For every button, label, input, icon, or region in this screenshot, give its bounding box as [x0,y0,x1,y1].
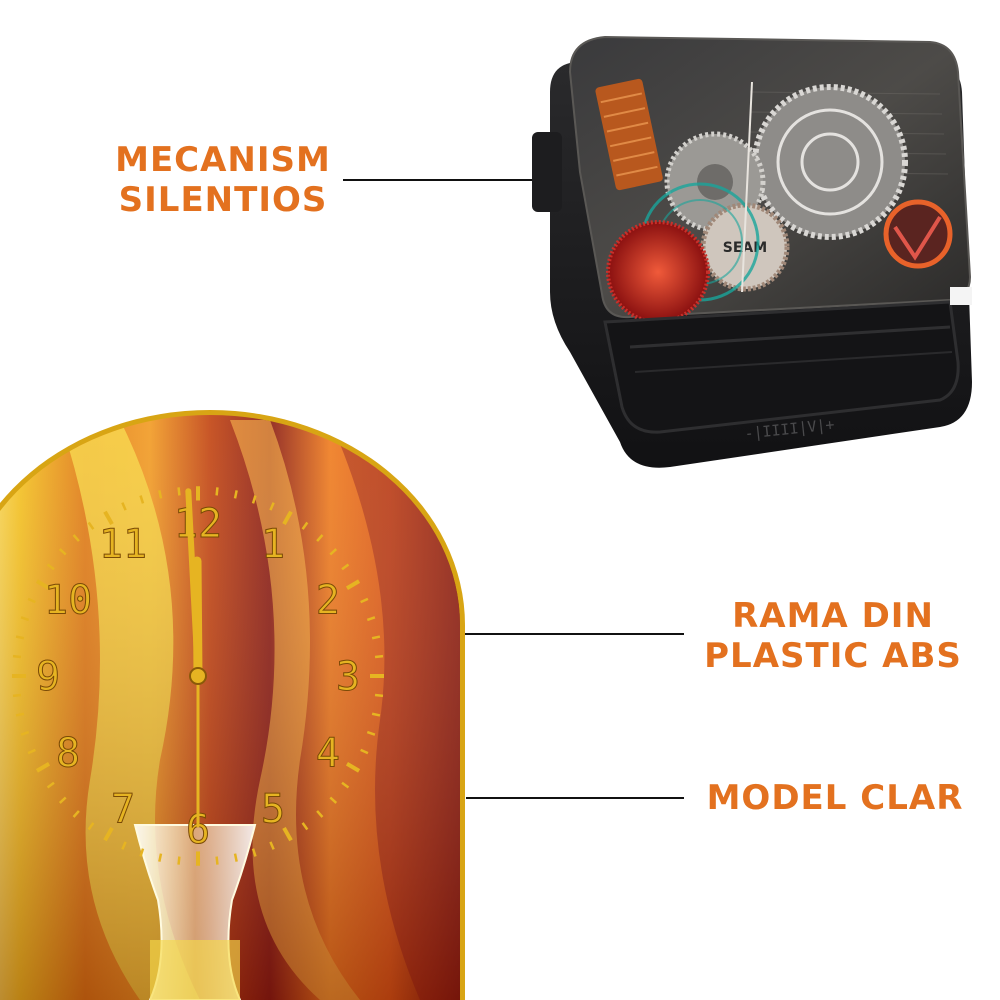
clock-tick [301,521,309,530]
clock-tick [269,841,275,850]
clock-tick [20,730,30,736]
clock-tick [371,712,381,717]
clock-tick [360,597,369,604]
callout-mecanism-line1: MECANISM [115,140,331,180]
clock-tick [15,712,25,717]
clock-tick [233,490,238,499]
clock-tick [121,841,127,850]
clock-numeral: 3 [336,654,360,700]
clock-tick [158,490,163,499]
clock-tick [251,495,257,504]
leader-line-model [466,797,684,799]
clock-tick [35,761,51,773]
clock-tick [103,826,114,842]
clock-tick [12,693,22,698]
callout-model-clar: MODEL CLAR [700,778,970,818]
clock-tick [345,761,361,773]
clock-tick [158,853,163,862]
gear-small-right [883,199,953,269]
clock-tick [366,616,376,622]
clock-numeral: 4 [316,731,340,777]
clock-tick [20,616,30,622]
clock-tick [58,548,67,556]
callout-rama-line2: PLASTIC ABS [704,636,962,676]
leader-line-mecanism [343,179,533,181]
clock-tick [35,579,51,591]
gear-red [606,220,710,324]
clock-tick [316,534,324,542]
clock-tick [139,848,145,857]
clock-tick [360,748,369,755]
clock-tick [121,502,127,511]
clock-tick [87,822,95,831]
clock-tick [72,810,80,818]
clock-tick [329,548,338,556]
clock-tick [329,796,338,804]
callout-mecanism-line2: SILENTIOS [118,180,328,220]
clock-tick [87,521,95,530]
callout-mecanism-silentios: MECANISM SILENTIOS [108,140,338,220]
clock-numeral: 12 [174,501,222,547]
clock-tick [341,563,350,571]
clock-tick [374,693,384,698]
battery-compartment [603,300,960,434]
clock-numeral: 8 [56,731,80,777]
clock-tick [233,853,238,862]
clock-tick [341,781,350,789]
clock-tick [58,796,67,804]
clock-tick [177,487,181,496]
clock-numeral: 5 [261,787,285,833]
clock-tick [282,510,293,526]
callout-model-line1: MODEL CLAR [706,778,964,818]
copper-coil [595,78,663,191]
clock-tick [251,848,257,857]
callout-rama-line1: RAMA DIN [732,596,934,636]
clock-tick [371,635,381,640]
clock-tick [72,534,80,542]
clock-tick [177,856,181,865]
callout-rama-plastic-abs: RAMA DIN PLASTIC ABS [688,596,978,676]
clock-numeral: 10 [44,578,92,624]
clock-tick [345,579,361,591]
clock-tick [12,654,22,659]
clock-numeral: 2 [316,578,340,624]
clock-numeral: 7 [111,787,135,833]
clock-tick [316,810,324,818]
clock-tick [46,781,55,789]
clock-tick [27,597,36,604]
clock-movement-image: SEAM -|IIII|V|+ [532,35,972,468]
clock-tick [46,563,55,571]
clock-tick [366,730,376,736]
clock-numeral: 9 [36,654,60,700]
clock-tick [15,635,25,640]
leader-line-rama [462,633,684,635]
clock-tick [215,856,219,865]
clock-tick [269,502,275,511]
clock-tick [282,826,293,842]
clock-tick [139,495,145,504]
clock-numeral: 1 [261,521,285,567]
clock-hub [189,667,207,685]
clock-tick [301,822,309,831]
clock-tick [27,748,36,755]
clock-numeral: 11 [99,521,147,567]
clock-tick [103,510,114,526]
minute-hand [185,488,201,679]
clock-tick [374,654,384,659]
clock-tick [215,487,219,496]
